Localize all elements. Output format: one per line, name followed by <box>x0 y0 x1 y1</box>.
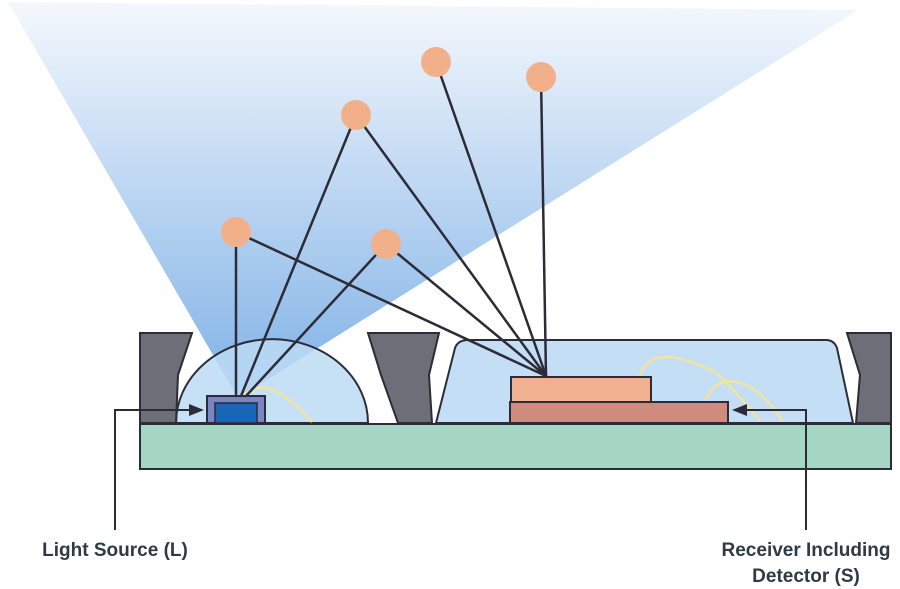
receiver-label-line2: Detector (S) <box>752 566 860 587</box>
left-barrier <box>139 332 194 424</box>
ray-source-to-particle-2 <box>239 113 358 398</box>
receiver-leader <box>732 404 807 530</box>
right-barrier <box>845 332 892 424</box>
light-source-arrowhead <box>189 404 204 416</box>
emission-cone <box>8 2 858 398</box>
particle-1 <box>221 217 251 247</box>
ray-particle-5-to-detector <box>539 75 548 378</box>
receiver-arrowhead <box>732 404 747 416</box>
light-source-label: Light Source (L) <box>42 540 188 561</box>
receiver-label-line1: Receiver Including <box>722 540 891 561</box>
particle-4 <box>421 47 451 77</box>
detector-top-die <box>510 376 652 403</box>
scattered-rays <box>234 60 548 378</box>
middle-barrier <box>366 332 441 424</box>
ray-particle-4-to-detector <box>434 60 548 378</box>
receiver-leader-line <box>746 409 807 530</box>
detector-bottom-die <box>509 401 729 424</box>
ray-particle-2-to-detector <box>354 113 548 378</box>
ray-source-to-particle-3 <box>244 242 388 398</box>
substrate-board <box>139 423 892 470</box>
particle-5 <box>526 62 556 92</box>
light-source-leader-line <box>114 409 190 530</box>
particle-3 <box>371 229 401 259</box>
ray-particle-1-to-detector <box>234 230 548 378</box>
ray-particle-3-to-detector <box>384 242 548 378</box>
particles <box>221 47 556 259</box>
particle-2 <box>341 100 371 130</box>
emitter-core <box>214 402 258 424</box>
emission-rays <box>234 113 388 398</box>
light-source-leader <box>114 404 204 530</box>
emitter-dome-lens <box>174 338 370 424</box>
